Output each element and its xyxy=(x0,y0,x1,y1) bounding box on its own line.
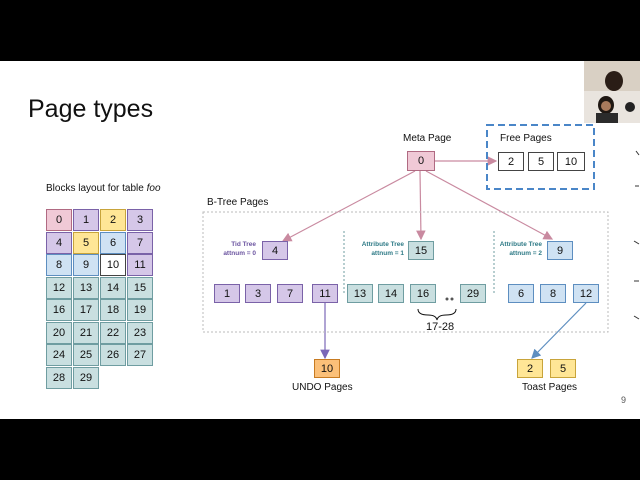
meta-to-tid-tree-arrow xyxy=(281,170,416,242)
block-cell: 26 xyxy=(100,344,126,366)
attr-tree1-label: Attribute Tree attnum = 1 xyxy=(348,240,404,258)
attr-tree1-root: 15 xyxy=(408,241,434,260)
attr-tree2-title: Attribute Tree xyxy=(499,241,542,248)
btree-container xyxy=(202,211,609,333)
block-cell: 13 xyxy=(73,276,99,299)
free-pages-label: Free Pages xyxy=(500,133,552,144)
attr1-leaf-page: 14 xyxy=(378,284,404,303)
meta-page-label: Meta Page xyxy=(403,133,452,144)
attr-tree2-label: Attribute Tree attnum = 2 xyxy=(488,240,542,258)
block-cell: 5 xyxy=(73,231,99,254)
block-cell: 20 xyxy=(46,321,72,344)
range-label: 17-28 xyxy=(426,321,455,333)
tid-leaf-page: 3 xyxy=(245,284,271,303)
block-cell: 27 xyxy=(127,344,153,366)
meta-to-attr-tree1-arrow xyxy=(416,170,426,241)
blocks-layout-prefix: Blocks layout for table xyxy=(46,183,147,194)
tid-leaf-page: 7 xyxy=(277,284,303,303)
block-cell: 10 xyxy=(100,254,126,276)
block-cell: 4 xyxy=(46,231,72,254)
tid-tree-attnum: attnum = 0 xyxy=(223,250,256,257)
block-cell: 8 xyxy=(46,254,72,276)
attr1-leaf-page: 16 xyxy=(410,284,436,303)
tid-leaf-page: 11 xyxy=(312,284,338,303)
attr1-leaf-page: 29 xyxy=(460,284,486,303)
block-cell: 24 xyxy=(46,344,72,366)
leaf-to-toast-arrow xyxy=(531,302,587,359)
attr2-leaf-page: 8 xyxy=(540,284,566,303)
block-cell: 3 xyxy=(127,209,153,231)
undo-page-box: 10 xyxy=(314,359,340,378)
block-cell: 28 xyxy=(46,366,72,389)
block-cell: 25 xyxy=(73,344,99,366)
block-cell: 15 xyxy=(127,276,153,299)
tid-tree-label: Tid Tree attnum = 0 xyxy=(210,240,256,258)
free-page-box: 10 xyxy=(557,152,585,171)
blocks-layout-label: Blocks layout for table foo xyxy=(46,183,161,194)
block-cell: 9 xyxy=(73,254,99,276)
block-cell: 6 xyxy=(100,231,126,254)
block-cell: 11 xyxy=(127,254,153,276)
free-page-box: 2 xyxy=(498,152,524,171)
block-cell: 7 xyxy=(127,231,153,254)
block-cell: 22 xyxy=(100,321,126,344)
toast-page-box: 5 xyxy=(550,359,576,378)
block-cell: 29 xyxy=(73,366,99,389)
block-cell: 21 xyxy=(73,321,99,344)
block-cell: 1 xyxy=(73,209,99,231)
tid-leaf-page: 1 xyxy=(214,284,240,303)
blocks-layout-table-name: foo xyxy=(146,183,161,194)
block-cell: 18 xyxy=(100,299,126,321)
meta-to-attr-tree2-arrow xyxy=(425,170,554,240)
attr-tree2-root: 9 xyxy=(547,241,573,260)
ellipsis-dot-2 xyxy=(450,297,454,301)
block-cell: 19 xyxy=(127,299,153,321)
free-pages-container xyxy=(486,124,595,190)
block-cell: 16 xyxy=(46,299,72,321)
attr-tree1-attnum: attnum = 1 xyxy=(371,250,404,257)
meta-page-box: 0 xyxy=(407,151,435,171)
tid-tree-title: Tid Tree xyxy=(231,241,256,248)
attr-tree2-attnum: attnum = 2 xyxy=(509,250,542,257)
slide-page-number: 9 xyxy=(620,395,626,405)
range-brace-icon xyxy=(417,308,457,321)
undo-pages-label: UNDO Pages xyxy=(292,382,353,393)
toast-page-box: 2 xyxy=(517,359,543,378)
participant-video-tile[interactable] xyxy=(584,61,640,123)
block-cell: 2 xyxy=(100,209,126,231)
block-cell: 12 xyxy=(46,276,72,299)
ellipsis-dot-1 xyxy=(445,297,449,301)
toast-pages-label: Toast Pages xyxy=(522,382,578,393)
cropped-side-annotations xyxy=(630,141,640,331)
attr2-leaf-page: 12 xyxy=(573,284,599,303)
block-cell: 23 xyxy=(127,321,153,344)
block-cell: 0 xyxy=(46,209,72,231)
attr2-leaf-page: 6 xyxy=(508,284,534,303)
page-title: Page types xyxy=(28,95,154,123)
block-cell: 17 xyxy=(73,299,99,321)
tid-tree-root: 4 xyxy=(262,241,288,260)
slide: Page types Blocks layout for table foo 0… xyxy=(0,61,640,419)
free-page-box: 5 xyxy=(528,152,554,171)
btree-pages-label: B-Tree Pages xyxy=(207,197,269,208)
attr1-leaf-page: 13 xyxy=(347,284,373,303)
diagram-connectors xyxy=(202,124,609,360)
participant-avatar-icon xyxy=(584,61,640,123)
attr-tree1-title: Attribute Tree xyxy=(361,241,404,248)
block-cell: 14 xyxy=(100,276,126,299)
